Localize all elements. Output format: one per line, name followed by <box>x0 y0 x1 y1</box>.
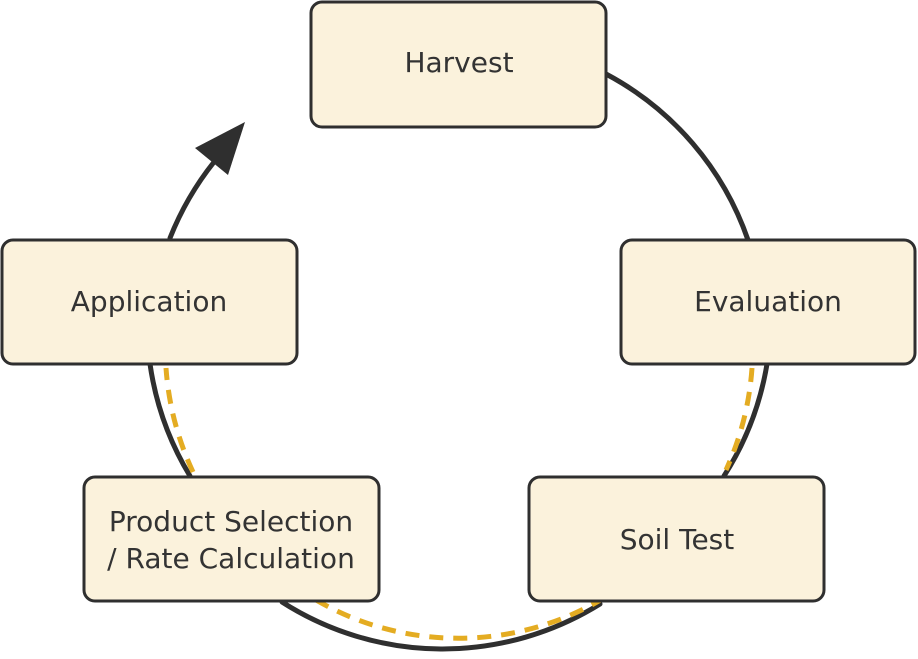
node-product-selection: Product Selection / Rate Calculation <box>82 475 381 603</box>
node-application: Application <box>0 238 299 366</box>
arc-product-selection-to-application <box>147 361 193 479</box>
node-evaluation: Evaluation <box>619 238 917 366</box>
node-product-selection-label-line2: / Rate Calculation <box>107 542 355 575</box>
node-product-selection-box <box>82 475 381 603</box>
arc-soil-test-to-product-selection <box>279 599 603 652</box>
arc-harvest-to-evaluation <box>603 71 751 243</box>
node-application-box <box>0 238 299 366</box>
arc-application-to-harvest <box>167 159 217 241</box>
dashed-arc-right <box>723 367 755 472</box>
node-soil-test-box <box>527 475 826 603</box>
node-harvest-box <box>309 0 608 129</box>
node-evaluation-label: Evaluation <box>694 285 842 318</box>
node-application-label: Application <box>71 285 227 318</box>
node-evaluation-box <box>619 238 917 366</box>
node-harvest-label: Harvest <box>404 46 513 79</box>
node-harvest: Harvest <box>309 0 608 129</box>
node-soil-test: Soil Test <box>527 475 826 603</box>
cycle-arrowhead <box>195 122 245 175</box>
node-soil-test-label: Soil Test <box>620 523 735 556</box>
dashed-arc-left <box>163 367 196 474</box>
node-product-selection-label-line1: Product Selection <box>109 505 353 538</box>
dashed-arc-bottom <box>314 595 606 641</box>
